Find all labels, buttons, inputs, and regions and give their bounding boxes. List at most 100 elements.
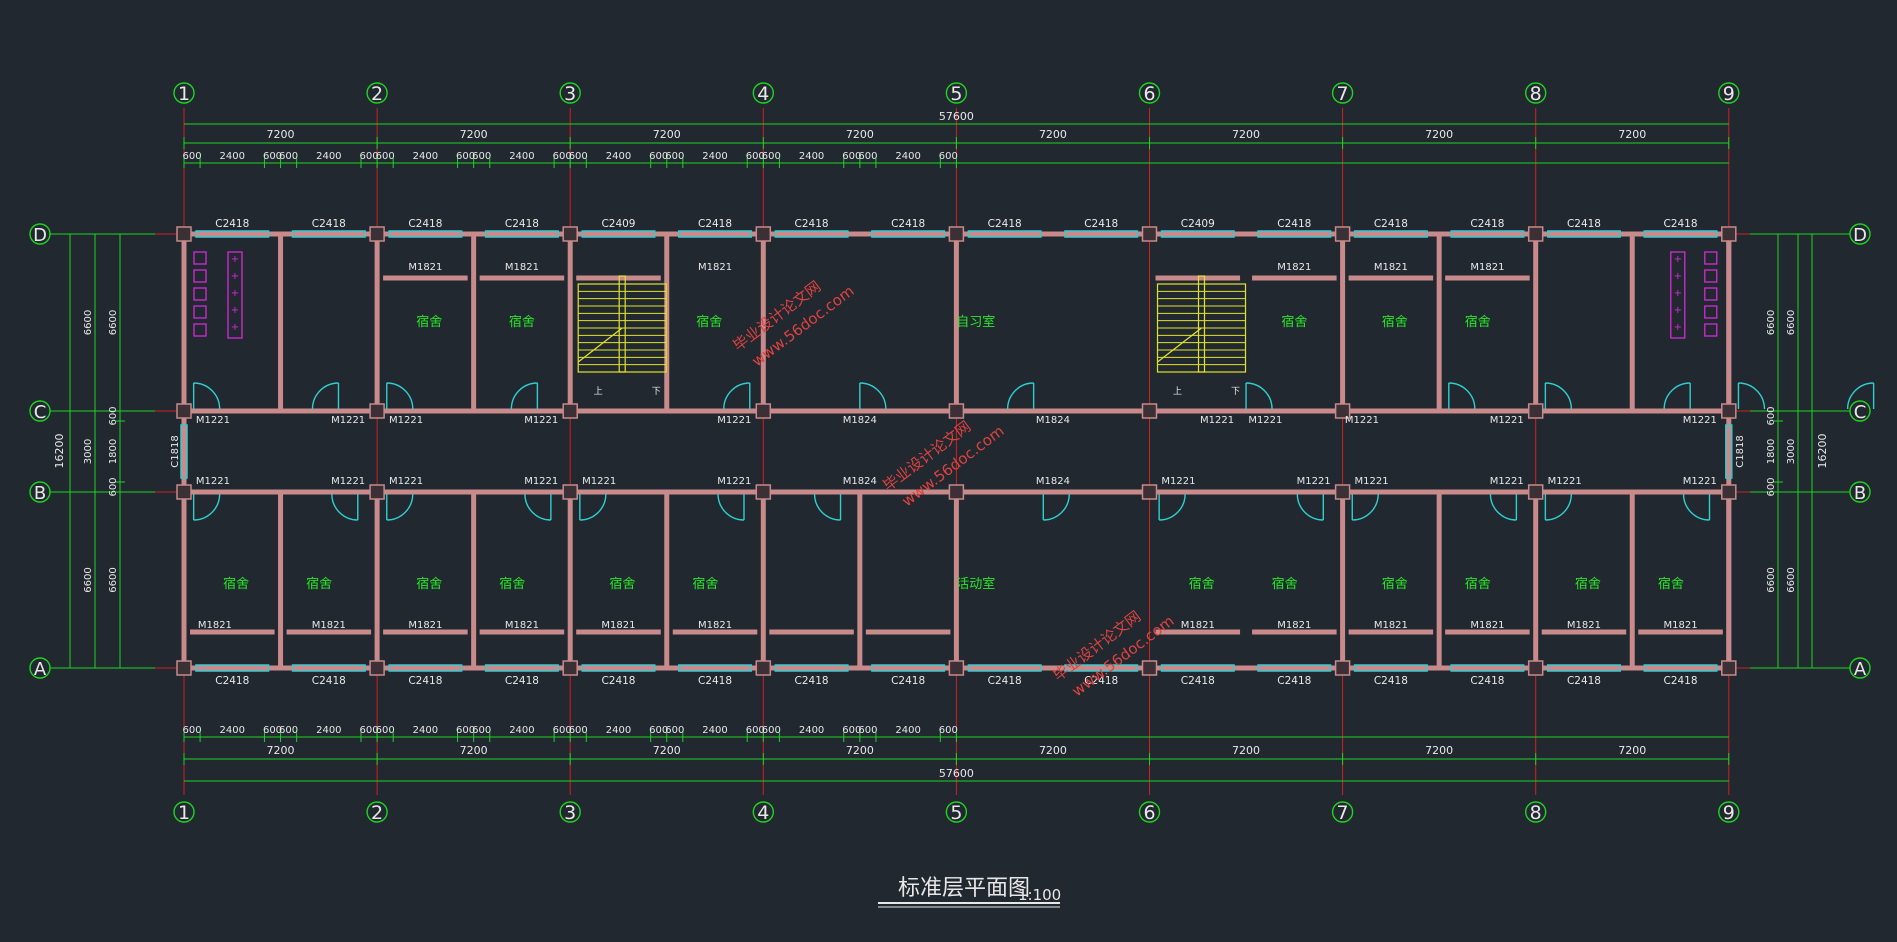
dimension-vertical-value: 600 [1766, 477, 1777, 496]
washbasin-counter [227, 251, 243, 339]
door-tag-corridor-north: M1221 [717, 415, 751, 426]
door-tag-corridor-north: M1221 [1345, 415, 1379, 426]
door-tag-corridor-south: M1221 [1490, 476, 1524, 487]
dimension-detail-value: 600 [263, 151, 282, 162]
dimension-detail-value: 600 [376, 151, 395, 162]
axis-bubble-6 [1138, 82, 1161, 104]
door-tag-corridor-north: M1221 [1490, 415, 1524, 426]
door-swing-north [311, 382, 339, 410]
dimension-detail-value: 600 [762, 151, 781, 162]
basin-symbol: + [231, 254, 239, 265]
window-south [1643, 664, 1718, 672]
labels-layer: C2418C2418C2418C2418C2418C2418C2418C2418… [170, 218, 1746, 687]
toilet-fixture [1704, 287, 1718, 301]
dimension-vertical-value: 600 [108, 477, 119, 496]
axis-bubble-5 [945, 82, 968, 104]
door-tag-inner-north: M1821 [1374, 262, 1408, 273]
basin-symbol: + [231, 288, 239, 299]
door-tag-corridor-north: M1221 [524, 415, 558, 426]
dimension-detail-value: 600 [939, 725, 958, 736]
structural-column [948, 226, 965, 242]
door-tag-corridor-south: M1221 [1161, 476, 1195, 487]
axis-bubble-2 [366, 801, 388, 823]
axis-label-5: 5 [950, 83, 962, 105]
door-tag-inner-north: M1821 [698, 262, 732, 273]
dimension-detail-value: 600 [360, 151, 379, 162]
window-south [1546, 664, 1621, 672]
door-tag-corridor-north: M1221 [1248, 415, 1282, 426]
door-tag-corridor-north: M1824 [1036, 415, 1070, 426]
dimension-detail-value: 2400 [413, 725, 438, 736]
window-tag-north: C2418 [1470, 218, 1504, 230]
dimension-detail-value: 2400 [413, 151, 438, 162]
dimension-vertical-value: 6600 [1766, 567, 1777, 592]
door-swing-south [1682, 493, 1710, 521]
dimension-detail-value: 600 [279, 725, 298, 736]
structural-column [1141, 484, 1158, 500]
dimension-detail-value: 600 [746, 151, 765, 162]
door-tag-inner-south: M1821 [1181, 620, 1215, 631]
door-swing-south [386, 493, 414, 521]
door-swing-north [859, 382, 887, 410]
window-north [291, 230, 366, 238]
dimension-detail-value: 600 [649, 151, 668, 162]
door-tag-corridor-south: M1221 [389, 476, 423, 487]
window-tag-south: C2418 [1374, 675, 1408, 687]
room-label-south: 宿舍 [1189, 576, 1215, 592]
axis-label-8: 8 [1530, 83, 1542, 105]
door-tag-inner-north: M1821 [505, 262, 539, 273]
window-tag-south: C2418 [1084, 675, 1118, 687]
dimension-vertical-value: 6600 [108, 310, 119, 335]
axis-label-2: 2 [371, 83, 383, 105]
stair-label-up: 上 [594, 386, 603, 397]
dimension-detail-value: 2400 [702, 151, 727, 162]
fixtures-layer: ++++++++++ [193, 251, 1718, 373]
washbasin-counter [1670, 251, 1686, 339]
axis-bubble-5 [945, 801, 968, 823]
structural-column [755, 403, 772, 419]
dimension-detail-value: 2400 [895, 725, 920, 736]
axis-label-9: 9 [1723, 83, 1735, 105]
toilet-fixture [193, 323, 207, 337]
toilet-fixture [193, 305, 207, 319]
door-tag-corridor-south: M1221 [1683, 476, 1717, 487]
door-tag-corridor-north: M1221 [196, 415, 230, 426]
room-label-north: 宿舍 [696, 314, 722, 330]
window-north [195, 230, 270, 238]
door-swing-south [579, 493, 607, 521]
window-north [1160, 230, 1235, 238]
window-tag-north: C2418 [988, 218, 1022, 230]
dimension-vertical-value: 6600 [1786, 310, 1797, 335]
window-tag-south: C2418 [312, 675, 346, 687]
structural-column [176, 660, 192, 676]
structural-column [755, 660, 772, 676]
dimension-vertical-total: 16200 [53, 434, 66, 469]
dimension-detail-value: 2400 [316, 725, 341, 736]
window-tag-south: C2418 [1567, 675, 1601, 687]
window-tag-south: C2418 [1663, 675, 1697, 687]
axis-label-B: B [34, 483, 46, 504]
dimension-detail-value: 2400 [799, 151, 824, 162]
window-north [1257, 230, 1332, 238]
window-north [1450, 230, 1525, 238]
window-north [1643, 230, 1718, 238]
structural-column [1721, 403, 1737, 419]
dimension-detail-value: 600 [858, 725, 877, 736]
door-tag-corridor-north: M1221 [1200, 415, 1234, 426]
dimension-detail-value: 600 [665, 725, 684, 736]
dimension-detail-value: 600 [182, 725, 201, 736]
axis-label-B: B [1854, 483, 1866, 504]
structural-column [562, 660, 578, 676]
axis-bubble-7 [1331, 82, 1354, 104]
dimension-detail-value: 600 [472, 151, 491, 162]
door-tag-corridor-south: M1221 [1355, 476, 1389, 487]
basin-symbol: + [231, 305, 239, 316]
axis-bubble-3 [559, 801, 581, 823]
window-tag-north: C2418 [795, 218, 829, 230]
structural-column [1721, 484, 1737, 500]
axis-label-8: 8 [1530, 802, 1542, 824]
dimension-detail-value: 600 [842, 725, 861, 736]
window-north [581, 230, 656, 238]
stair-handrail [1197, 275, 1206, 373]
